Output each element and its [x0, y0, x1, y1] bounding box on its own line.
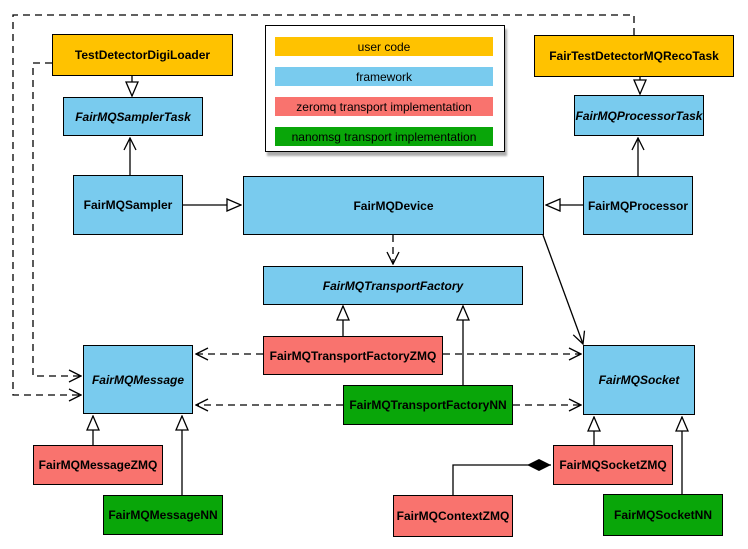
node-fairmqsampler: FairMQSampler: [73, 175, 183, 235]
node-fairmqprocessortask: FairMQProcessorTask: [574, 95, 704, 136]
legend: user code framework zeromq transport imp…: [265, 25, 505, 152]
edge-recotask-message: [12, 14, 635, 395]
legend-label: user code: [357, 39, 411, 54]
node-fairmqtransportfactory: FairMQTransportFactory: [263, 266, 523, 305]
legend-item-user-code: user code: [275, 37, 493, 56]
node-testdetectordigiloader: TestDetectorDigiLoader: [52, 34, 233, 76]
node-fairmqsocketzmq: FairMQSocketZMQ: [553, 445, 673, 485]
legend-label: zeromq transport implementation: [296, 99, 472, 114]
legend-item-nanomsg: nanomsg transport implementation: [275, 127, 493, 146]
node-fairtestdetectormqrecotask: FairTestDetectorMQRecoTask: [534, 35, 734, 77]
node-fairmqmessagezmq: FairMQMessageZMQ: [33, 445, 163, 485]
node-fairmqsocketnn: FairMQSocketNN: [603, 494, 723, 536]
node-fairmqdevice: FairMQDevice: [243, 176, 544, 235]
node-fairmqmessage: FairMQMessage: [83, 345, 193, 414]
legend-item-framework: framework: [275, 67, 493, 86]
node-fairmqsamplertask: FairMQSamplerTask: [63, 97, 203, 136]
node-fairmqprocessor: FairMQProcessor: [583, 176, 693, 235]
node-fairmqtransportfactoryzmq: FairMQTransportFactoryZMQ: [263, 336, 443, 375]
edge-device-socket: [542, 234, 583, 344]
node-fairmqmessagenn: FairMQMessageNN: [103, 495, 223, 535]
edge-contextzmq-socketzmq: [452, 459, 551, 495]
node-fairmqtransportfactorynn: FairMQTransportFactoryNN: [343, 385, 513, 425]
node-fairmqsocket: FairMQSocket: [583, 345, 695, 415]
legend-item-zeromq: zeromq transport implementation: [275, 97, 493, 116]
legend-label: nanomsg transport implementation: [291, 129, 477, 144]
node-fairmqcontextzmq: FairMQContextZMQ: [393, 495, 513, 537]
legend-label: framework: [355, 69, 412, 84]
